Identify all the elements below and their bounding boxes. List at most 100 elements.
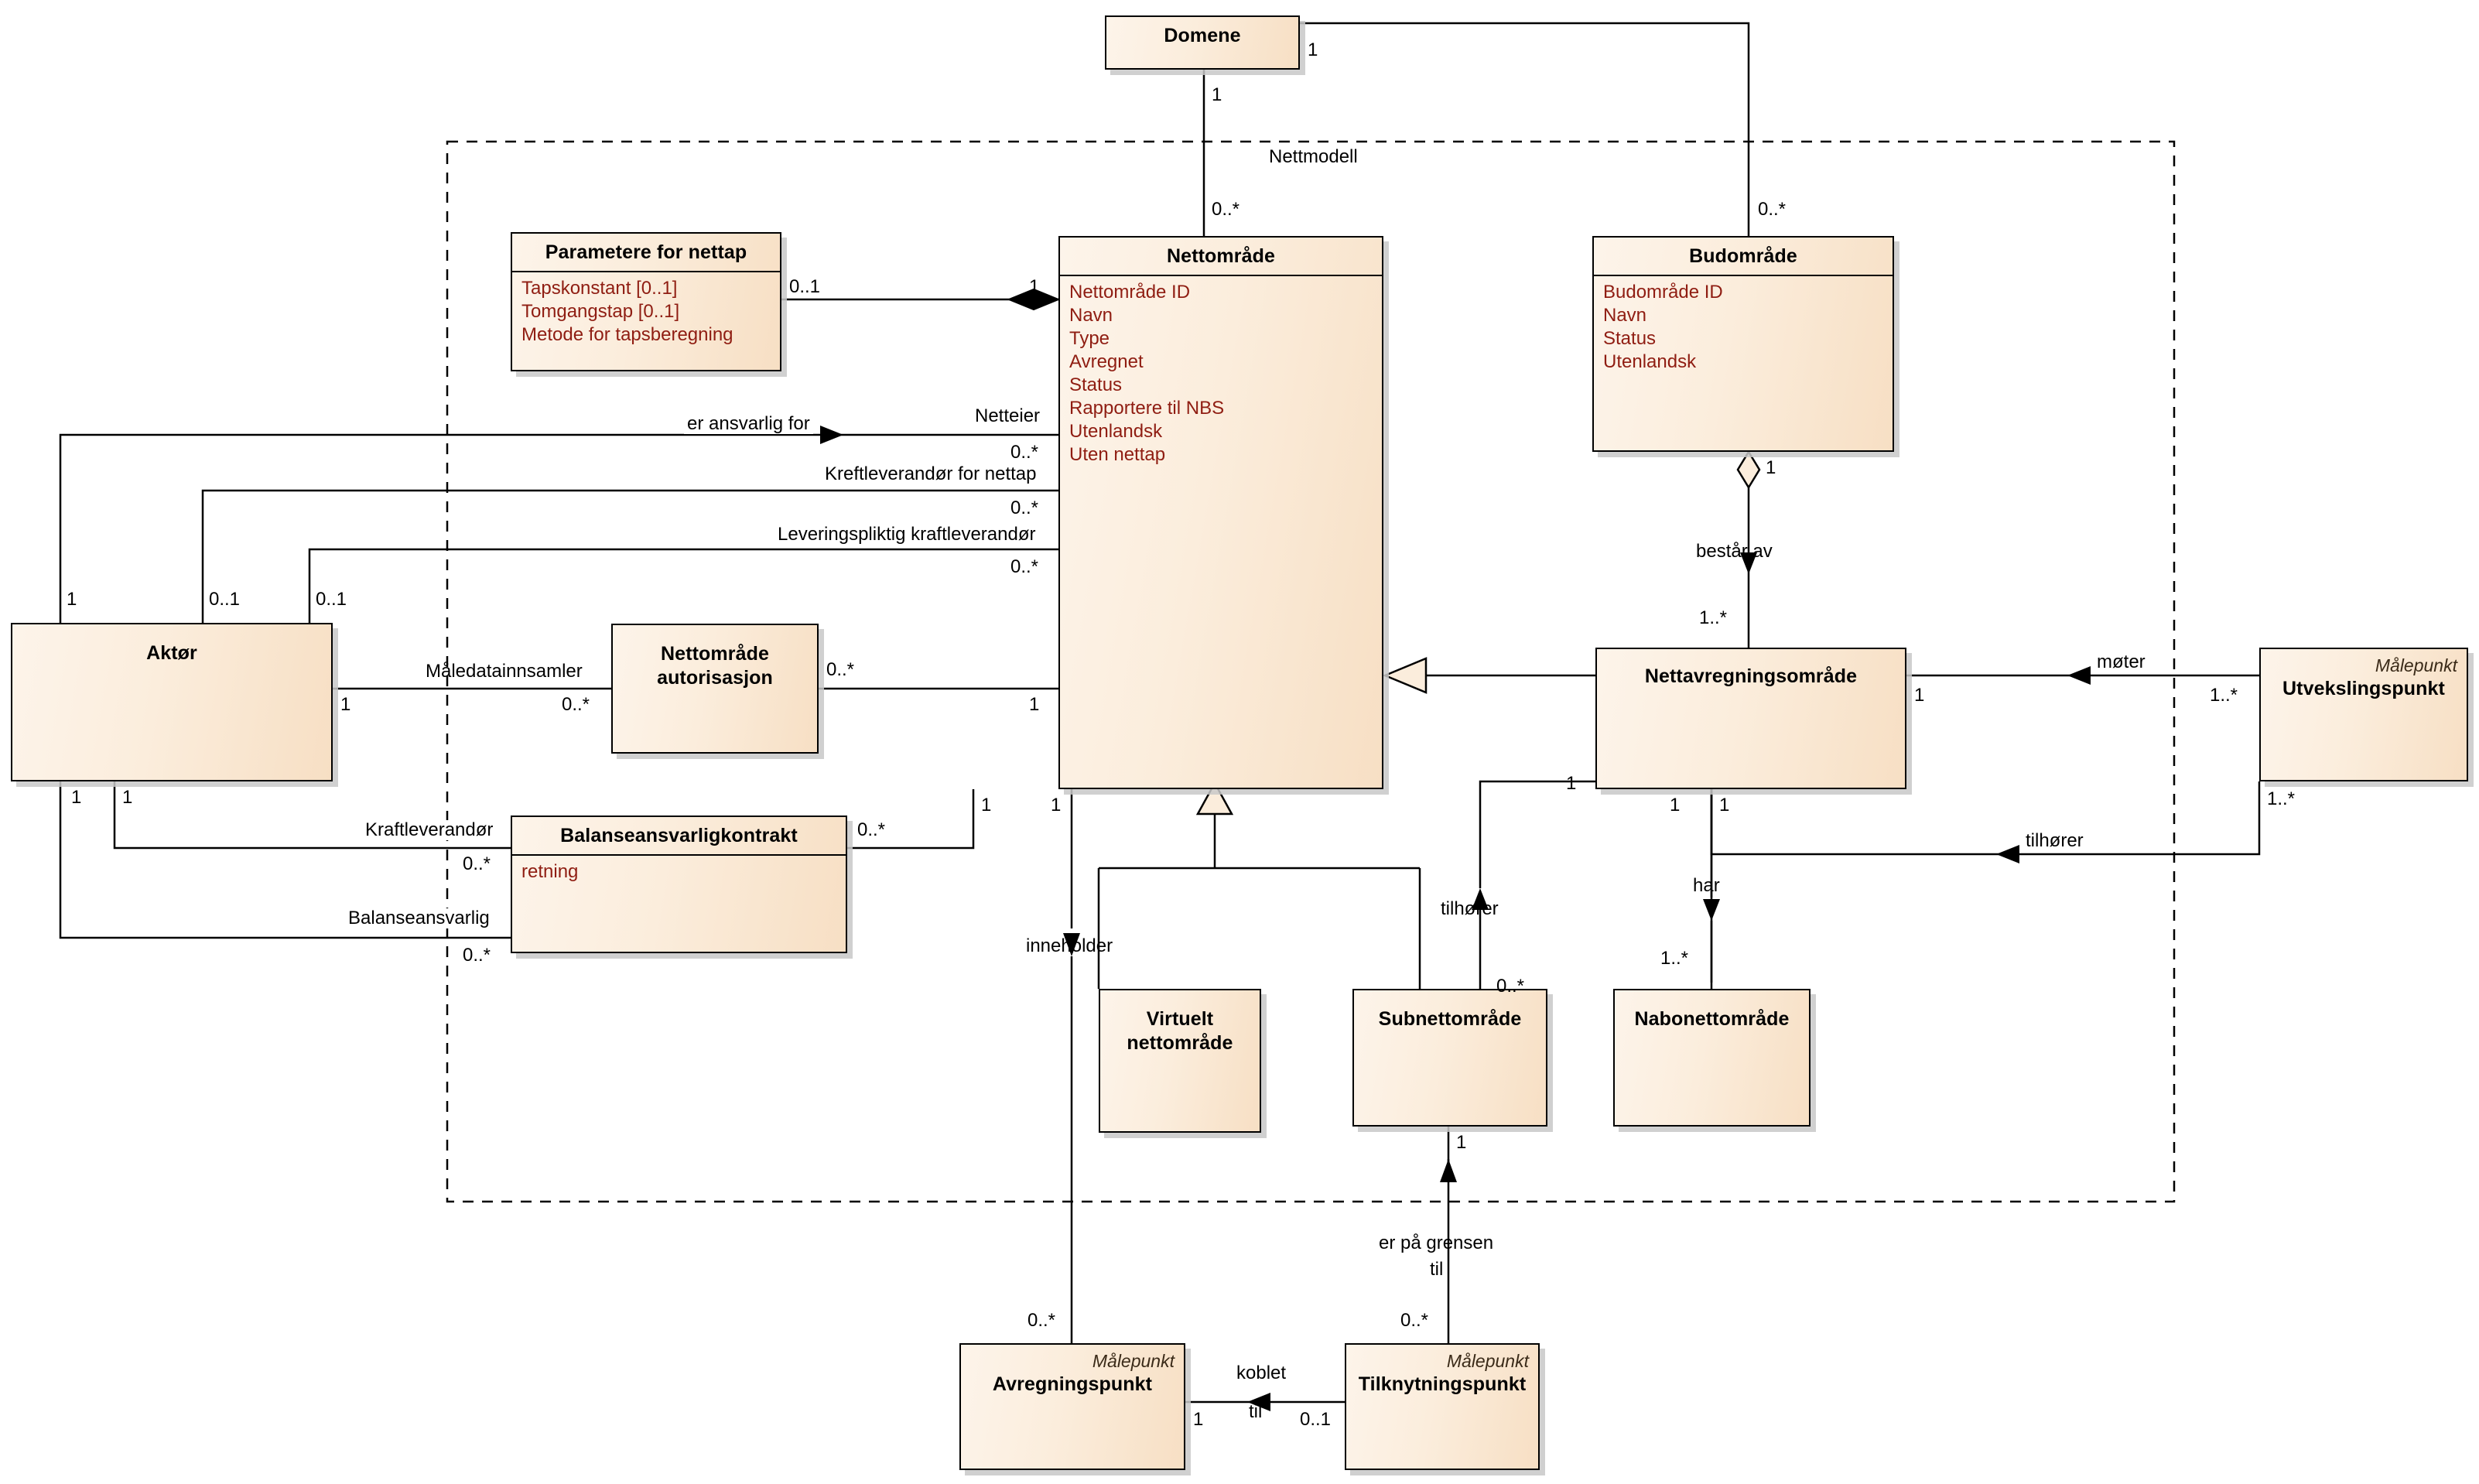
class-budomrade[interactable]: Budområde Budområde ID Navn Status Utenl… <box>1592 236 1894 452</box>
class-domene-title: Domene <box>1164 25 1241 46</box>
label-tilhorer-utveksling: tilhører <box>2023 831 2087 851</box>
mult-nettomrade-bottom-1-b: 1 <box>1051 795 1062 816</box>
attribute: Status <box>1069 374 1123 395</box>
mult-tilknytningspunkt-top-0star: 0..* <box>1400 1310 1429 1331</box>
attribute: Type <box>1069 328 1110 349</box>
mult-nettomradeaut-left-0star: 0..* <box>562 694 590 715</box>
mult-balansekontrakt-right-0star: 0..* <box>857 819 886 840</box>
class-utvekslingspunkt[interactable]: Målepunkt Utvekslingspunkt <box>2259 648 2468 781</box>
mult-nettomradeaut-right-0star: 0..* <box>826 659 855 680</box>
mult-nettomrade-bottom-1-a: 1 <box>981 795 992 816</box>
attribute: Navn <box>1069 305 1113 326</box>
class-nabonettomrade-title: Nabonettområde <box>1634 1008 1790 1030</box>
mult-nettomrade-left-1-b: 1 <box>1029 694 1040 715</box>
class-nettomrade-title: Nettområde <box>1167 245 1275 267</box>
attribute: Budområde ID <box>1603 282 1723 303</box>
attribute: Navn <box>1603 305 1647 326</box>
class-nettomrade[interactable]: Nettområde Nettområde ID Navn Type Avreg… <box>1058 236 1383 789</box>
divider <box>1060 275 1382 276</box>
class-parametere-title: Parametere for nettap <box>545 241 747 263</box>
mult-subnett-bottom-1: 1 <box>1456 1132 1467 1153</box>
label-nettmodell: Nettmodell <box>1269 146 1358 167</box>
attribute: Nettområde ID <box>1069 282 1191 303</box>
mult-netteier-0star: 0..* <box>1010 442 1039 463</box>
role-kreftleverandor-for-nettap: Kreftleverandør for nettap <box>823 463 1038 484</box>
attribute: retning <box>521 861 579 882</box>
class-nettavregningsomrade[interactable]: Nettavregningsområde <box>1595 648 1906 789</box>
mult-aktor-top-01-b: 0..1 <box>316 589 347 610</box>
attribute: Utenlandsk <box>1069 421 1163 442</box>
mult-aktor-top-01-a: 0..1 <box>209 589 241 610</box>
mult-nettavregning-right-1: 1 <box>1914 685 1925 706</box>
class-domene[interactable]: Domene <box>1105 15 1300 70</box>
role-kraftleverandor: Kraftleverandør <box>364 819 495 840</box>
mult-avregningspunkt-top-0star: 0..* <box>1028 1310 1056 1331</box>
class-utvekslingspunkt-title: Utvekslingspunkt <box>2282 678 2445 699</box>
mult-nettavregning-bottom-1-b: 1 <box>1719 795 1730 816</box>
class-virtuelt-nettomrade[interactable]: Virtuelt nettområde <box>1099 989 1261 1133</box>
mult-domene-bottom-1: 1 <box>1212 84 1222 105</box>
mult-subnett-top-0star: 0..* <box>1496 976 1525 997</box>
mult-parametere-right-01: 0..1 <box>789 276 821 297</box>
class-nettomrade-autorisasjon[interactable]: Nettområde autorisasjon <box>611 624 819 754</box>
class-aktor-title: Aktør <box>146 642 197 664</box>
attribute: Utenlandsk <box>1603 351 1697 372</box>
divider <box>1594 275 1893 276</box>
stereotype-malepunkt: Målepunkt <box>1092 1351 1175 1371</box>
attribute: Status <box>1603 328 1657 349</box>
attribute: Rapportere til NBS <box>1069 398 1225 419</box>
composition-diamond <box>1007 288 1061 311</box>
mult-leveringspliktig-0star: 0..* <box>1010 556 1039 577</box>
attribute-list: Budområde ID Navn Status Utenlandsk <box>1594 276 1893 374</box>
attribute-list: Tapskonstant [0..1] Tomgangstap [0..1] M… <box>512 272 780 347</box>
attribute-list: Nettområde ID Navn Type Avregnet Status … <box>1060 276 1382 467</box>
attribute: Uten nettap <box>1069 444 1166 465</box>
mult-budomrade-top-0star: 0..* <box>1758 199 1787 220</box>
class-avregningspunkt-title: Avregningspunkt <box>992 1373 1153 1395</box>
label-tilhorer-subnett: tilhører <box>1441 898 1499 919</box>
mult-nettavregning-left-1: 1 <box>1566 773 1577 794</box>
stereotype-malepunkt: Målepunkt <box>1446 1351 1529 1371</box>
label-er-pa-grensen-til: til <box>1430 1259 1444 1280</box>
class-subnettomrade[interactable]: Subnettområde <box>1352 989 1547 1127</box>
label-er-ansvarlig-for: er ansvarlig for <box>684 414 813 434</box>
label-bestar-av: består av <box>1696 541 1773 562</box>
class-tilknytningspunkt-title: Tilknytningspunkt <box>1358 1373 1527 1395</box>
class-balanseansvarligkontrakt-title: Balanseansvarligkontrakt <box>560 825 798 846</box>
role-leveringspliktig-kraftleverandor: Leveringspliktig kraftleverandør <box>776 524 1038 545</box>
mult-nettavregning-bottom-1-c: 1 <box>1670 795 1681 816</box>
mult-aktor-right-1: 1 <box>340 694 351 715</box>
label-moter: møter <box>2094 652 2149 672</box>
class-aktor[interactable]: Aktør <box>11 623 333 781</box>
mult-nettomrade-left-1: 1 <box>1029 276 1040 297</box>
mult-nettavregning-top-1star: 1..* <box>1699 607 1728 628</box>
class-nettavregningsomrade-title: Nettavregningsområde <box>1644 665 1858 687</box>
mult-nabonettomrade-1star: 1..* <box>1660 948 1689 969</box>
class-tilknytningspunkt[interactable]: Målepunkt Tilknytningspunkt <box>1345 1343 1540 1470</box>
label-koblet: koblet <box>1236 1363 1287 1383</box>
mult-domene-right-1: 1 <box>1308 39 1318 60</box>
class-parametere-for-nettap[interactable]: Parametere for nettap Tapskonstant [0..1… <box>511 232 781 371</box>
attribute: Tomgangstap [0..1] <box>521 301 680 322</box>
class-budomrade-title: Budområde <box>1689 245 1797 267</box>
mult-budomrade-agg-1: 1 <box>1766 457 1776 478</box>
mult-nettomrade-top-0star: 0..* <box>1212 199 1240 220</box>
mult-tilknytningspunkt-left-01: 0..1 <box>1300 1409 1332 1430</box>
mult-balanseansvarlig-0star: 0..* <box>463 945 491 966</box>
mult-avregningspunkt-right-1: 1 <box>1193 1409 1204 1430</box>
class-balanseansvarligkontrakt[interactable]: Balanseansvarligkontrakt retning <box>511 816 847 953</box>
class-nabonettomrade[interactable]: Nabonettområde <box>1613 989 1811 1127</box>
label-har: har <box>1693 875 1720 896</box>
generalization-triangle <box>1382 657 1428 694</box>
stereotype-malepunkt: Målepunkt <box>2375 655 2457 675</box>
class-nettomrade-autorisasjon-title: Nettområde autorisasjon <box>657 643 773 689</box>
mult-aktor-top-1: 1 <box>67 589 77 610</box>
label-inneholder: inneholder <box>1026 935 1113 956</box>
divider <box>512 271 780 272</box>
mult-utvekslingspunkt-bottom-1star: 1..* <box>2267 788 2296 809</box>
attribute-list: retning <box>512 856 846 884</box>
class-avregningspunkt[interactable]: Målepunkt Avregningspunkt <box>959 1343 1185 1470</box>
mult-aktor-bottom-1-a: 1 <box>71 787 82 808</box>
